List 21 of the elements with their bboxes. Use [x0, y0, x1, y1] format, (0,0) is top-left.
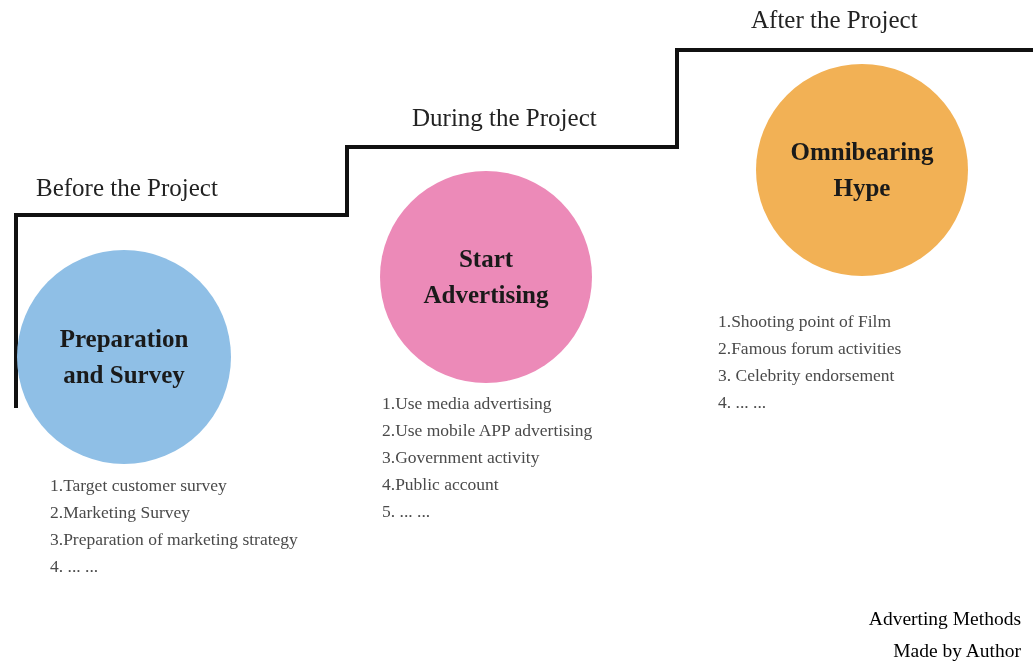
list-item: 5. ... ... [382, 500, 432, 523]
list-item: 4. ... ... [50, 555, 100, 578]
list-item: 2.Use mobile APP advertising [382, 419, 594, 442]
list-item: 3.Preparation of marketing strategy [50, 528, 299, 551]
stage-title: Omnibearing Hype [789, 136, 935, 203]
caption-text: Made by Author [893, 640, 1021, 662]
stage-title: Preparation and Survey [58, 323, 190, 390]
list-item: 1.Use media advertising [382, 392, 553, 415]
caption-text: Adverting Methods [868, 608, 1021, 630]
list-item: 4.Public account [382, 473, 500, 496]
list-item: 1.Target customer survey [50, 474, 228, 497]
list-item: 3. Celebrity endorsement [718, 364, 896, 387]
list-item: 3.Government activity [382, 446, 541, 469]
stage-heading: After the Project [751, 6, 918, 34]
list-item: 4. ... ... [718, 391, 768, 414]
stage-heading: Before the Project [36, 174, 218, 202]
list-item: 1.Shooting point of Film [718, 310, 893, 333]
stage-title: Start Advertising [422, 243, 550, 310]
list-item: 2.Marketing Survey [50, 501, 191, 524]
list-item: 2.Famous forum activities [718, 337, 903, 360]
stage-heading: During the Project [412, 104, 597, 132]
